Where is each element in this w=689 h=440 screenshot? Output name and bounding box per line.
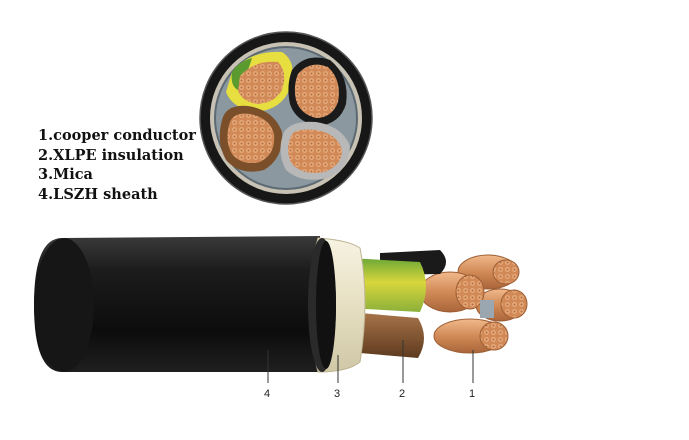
legend-item-conductor: 1.cooper conductor <box>38 127 196 144</box>
callouts: 4 3 2 1 <box>264 340 475 400</box>
sheath-end-cap <box>34 238 94 372</box>
cross-section <box>199 31 373 205</box>
earth-core-side <box>348 258 426 312</box>
legend-item-sheath: 4.LSZH sheath <box>38 185 158 203</box>
black-core-copper <box>294 64 339 118</box>
outer-sheath-body <box>34 236 320 372</box>
brown-core-side <box>348 312 424 358</box>
cable-side-view <box>34 236 528 373</box>
callout-number-2: 2 <box>399 388 405 400</box>
callout-number-3: 3 <box>334 388 340 400</box>
grey-core-copper <box>288 129 342 173</box>
insulated-cores <box>348 250 446 358</box>
conductor-strands <box>419 254 528 354</box>
brown-core-copper <box>227 113 275 163</box>
outer-sheath-edge <box>199 31 373 205</box>
legend: 1.cooper conductor 2.XLPE insulation 3.M… <box>38 126 196 204</box>
legend-item-insulation: 2.XLPE insulation <box>38 146 184 164</box>
callout-number-1: 1 <box>469 388 475 400</box>
earth-core-copper <box>238 61 285 104</box>
legend-item-mica: 3.Mica <box>38 166 93 183</box>
callout-number-4: 4 <box>264 388 270 400</box>
